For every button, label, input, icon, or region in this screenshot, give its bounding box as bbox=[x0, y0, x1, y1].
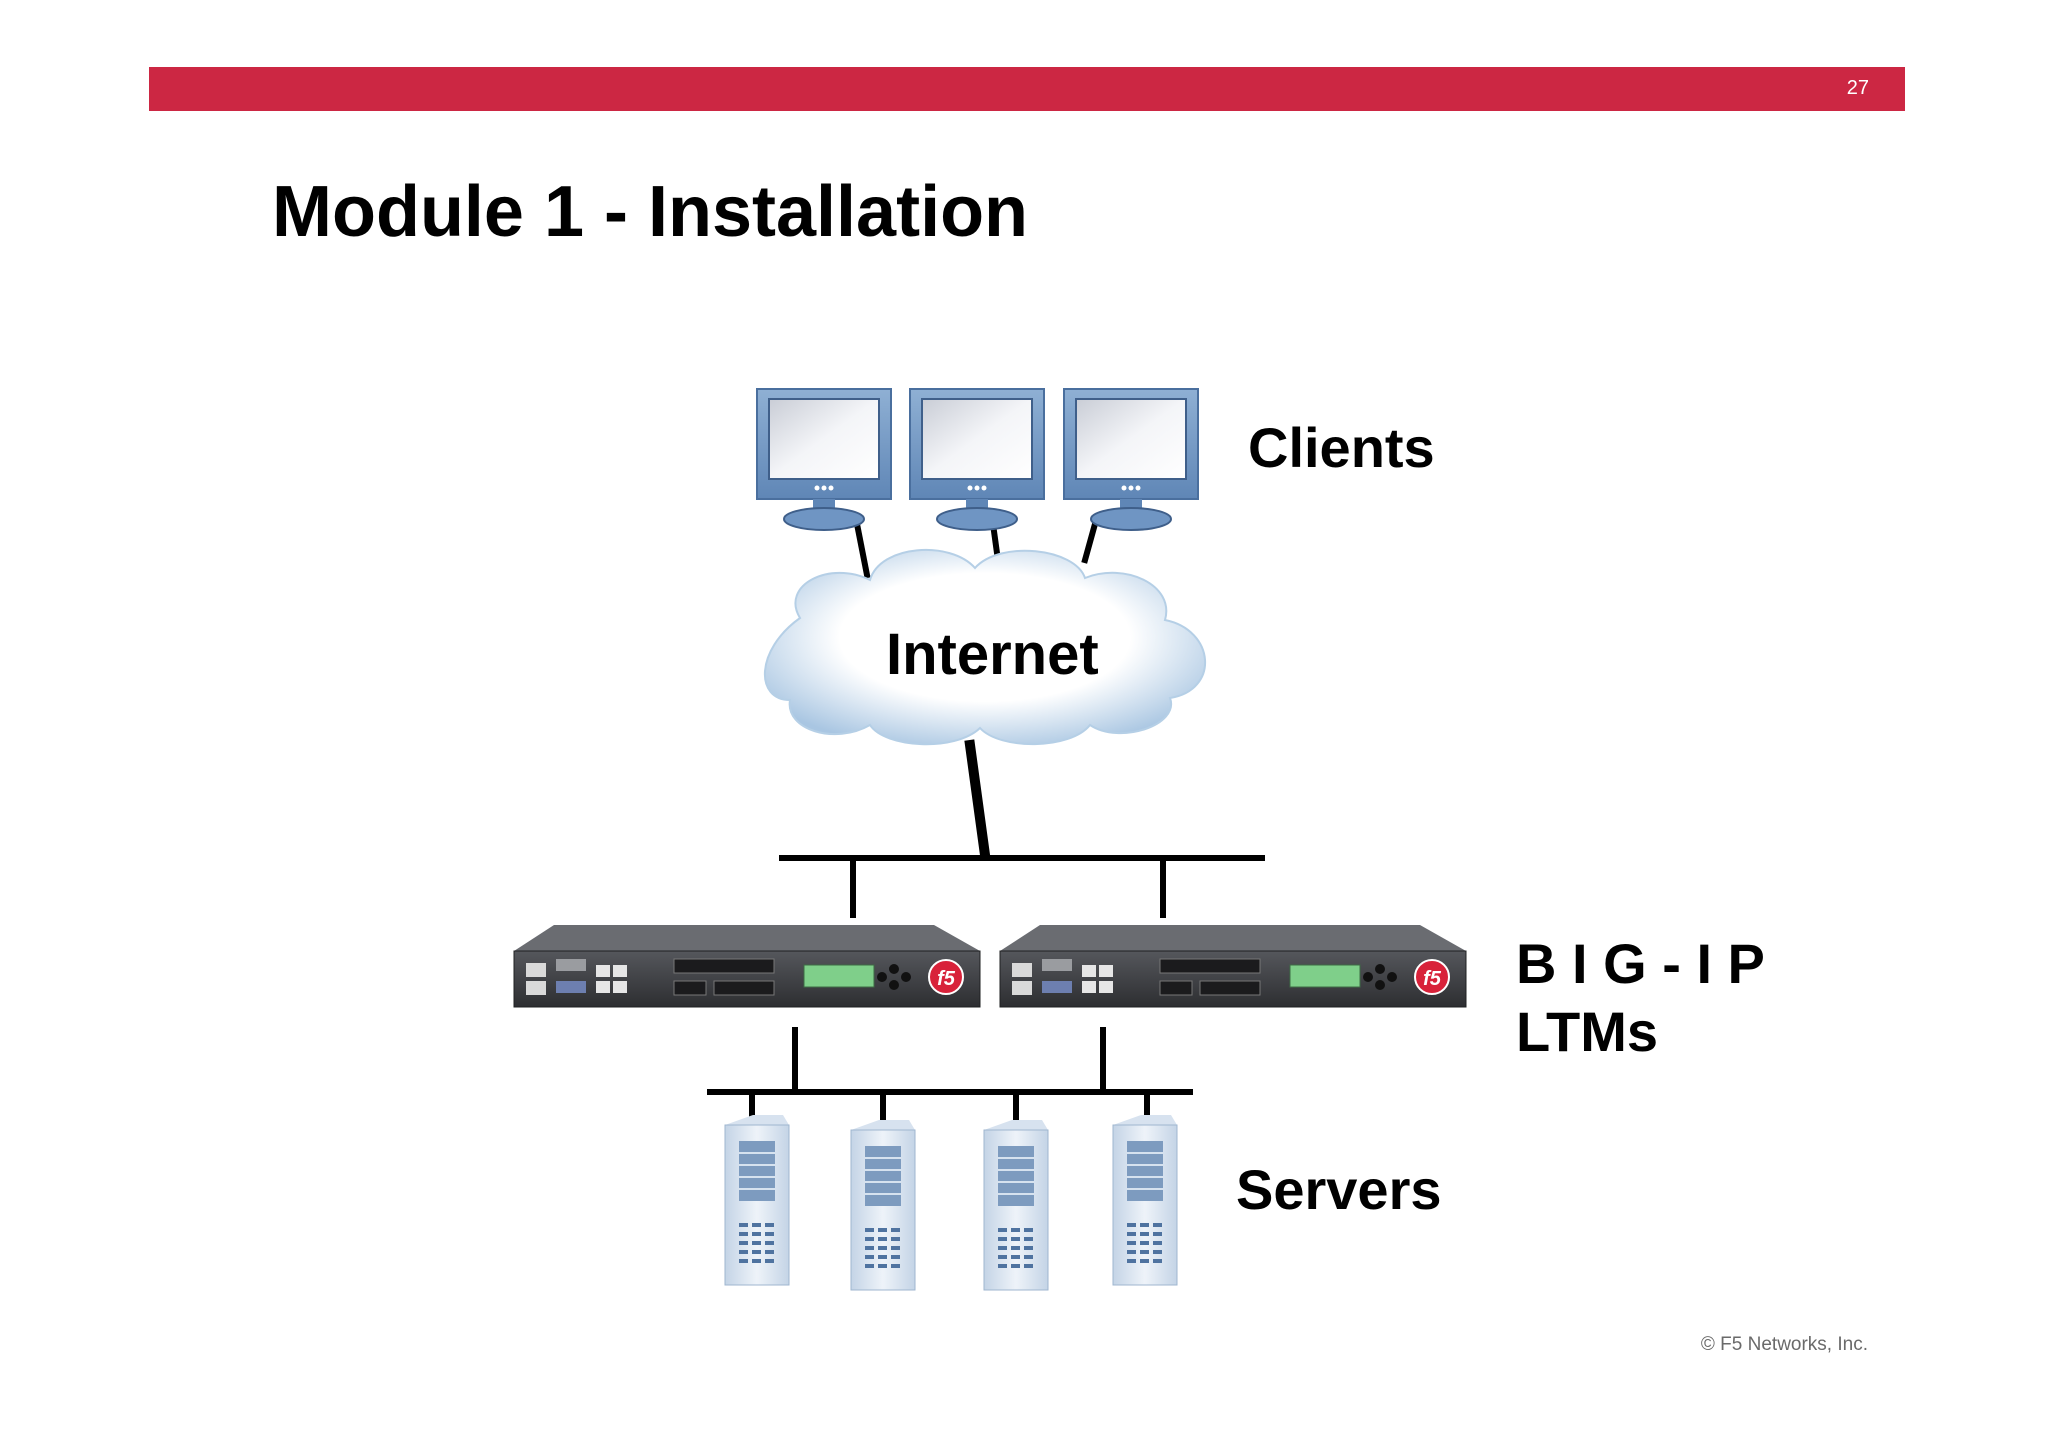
connection-lines bbox=[707, 520, 1265, 1121]
cloud-icon bbox=[764, 549, 1207, 746]
client-1-link bbox=[853, 520, 871, 579]
bigip-label-line1: B I G - I P bbox=[1516, 932, 1765, 995]
client-3-link bbox=[1081, 520, 1099, 564]
client-monitor-icon bbox=[756, 388, 892, 531]
clients-label: Clients bbox=[1248, 416, 1435, 479]
client-monitor-icon bbox=[1063, 388, 1199, 531]
internet-uplink bbox=[964, 739, 991, 861]
server-tower-icon bbox=[983, 1119, 1049, 1291]
client-monitor-icon bbox=[909, 388, 1045, 531]
server-tower-icon bbox=[1112, 1114, 1178, 1286]
server-tower-icon bbox=[850, 1119, 916, 1291]
internet-label: Internet bbox=[886, 622, 1099, 687]
bigip-label-line2: LTMs bbox=[1516, 1000, 1659, 1063]
servers-label: Servers bbox=[1236, 1158, 1442, 1221]
bigip-appliance-icon bbox=[513, 924, 981, 1008]
server-tower-icon bbox=[724, 1114, 790, 1286]
page-number: 27 bbox=[1846, 77, 1869, 99]
slide-title: Module 1 - Installation bbox=[272, 172, 1029, 252]
bigip-appliance-icon bbox=[999, 924, 1467, 1008]
header-bar: 27 bbox=[149, 67, 1905, 111]
copyright-notice: © F5 Networks, Inc. bbox=[1700, 1334, 1868, 1355]
